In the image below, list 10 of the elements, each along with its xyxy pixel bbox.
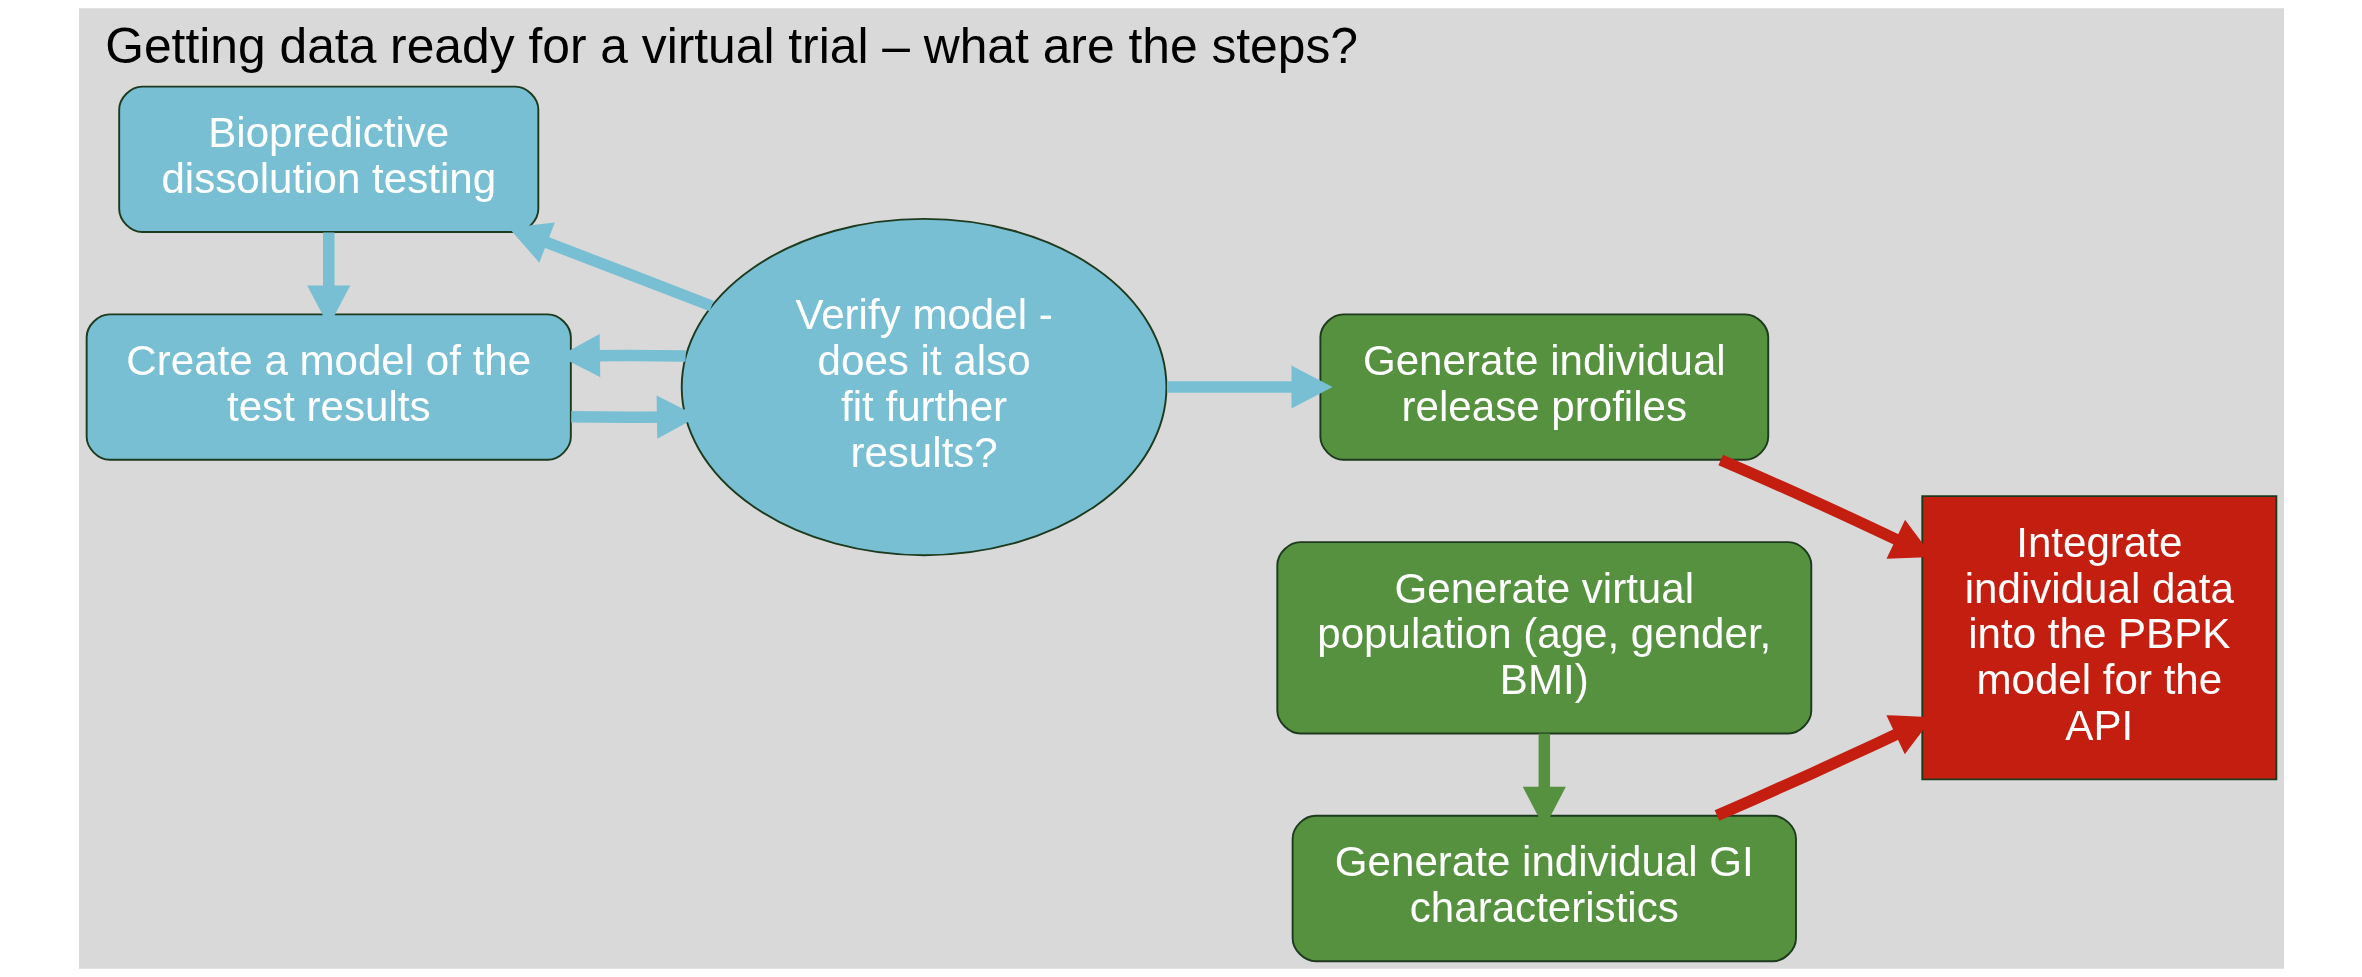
node-box: Generate individual release profiles [1318,313,1769,461]
node-box: Generate virtual population (age, gender, BMI) [1275,541,1812,735]
node-box: Biopredictive dissolution testing [117,85,539,233]
arrow [1166,365,1333,409]
node-box: Generate individual GI characteristics [1291,814,1797,963]
diagram-title: Getting data ready for a virtual trial – what are the steps? [104,18,1358,75]
node-box: Integrate individual data into the PBPK model for the API [1920,495,2277,781]
node-ellipse: Verify model - does it also fit further results? [680,217,1167,557]
arrow [508,222,714,312]
node-box: Create a model of the test results [85,313,572,461]
